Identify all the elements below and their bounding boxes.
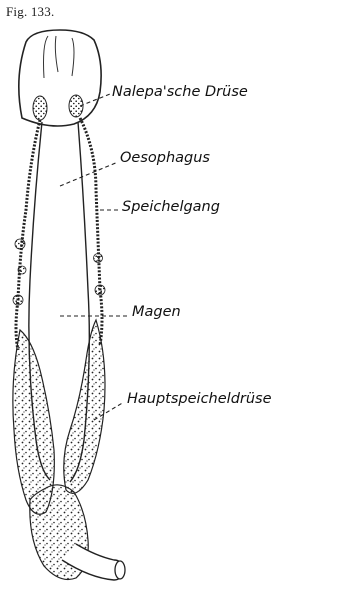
duct-knob <box>13 295 23 305</box>
nalepa-gland-left <box>33 96 47 120</box>
main-salivary-gland-right <box>64 320 105 493</box>
duct-knob <box>15 239 25 249</box>
head-capsule <box>19 30 101 126</box>
salivary-duct-right <box>80 118 102 345</box>
label-nalepa-gland: Nalepa'sche Drüse <box>112 84 248 100</box>
duct-knob <box>94 254 103 263</box>
salivary-duct-left <box>16 120 40 350</box>
leader-oesophagus <box>60 162 118 186</box>
intestine-opening <box>115 561 125 579</box>
figure-number: Fig. 133. <box>6 4 54 20</box>
duct-knob <box>95 285 105 295</box>
label-salivary-duct: Speichelgang <box>122 199 220 215</box>
label-oesophagus: Oesophagus <box>120 150 210 166</box>
duct-knob <box>18 266 26 274</box>
label-main-salivary-gland: Hauptspeicheldrüse <box>127 391 272 407</box>
label-stomach: Magen <box>132 304 181 320</box>
